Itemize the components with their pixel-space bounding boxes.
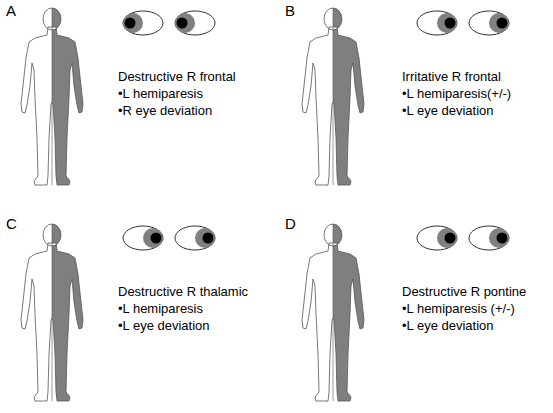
finding-bullet: •L eye deviation — [118, 318, 210, 334]
eye-outline — [417, 11, 457, 35]
iris — [175, 13, 195, 33]
figure-white-half — [21, 224, 83, 401]
eye-outline — [417, 226, 457, 250]
eye-pair — [417, 11, 509, 35]
iris — [489, 228, 509, 248]
finding-bullet: •L eye deviation — [402, 103, 494, 119]
finding-bullet: •L hemiparesis — [118, 301, 203, 317]
figure-white-half — [302, 8, 364, 185]
human-figure — [302, 8, 364, 185]
finding-bullet: •L hemiparesis(+/-) — [402, 86, 511, 102]
eye-outline — [123, 11, 163, 35]
eye-outline — [469, 226, 509, 250]
figure-shaded-half — [52, 8, 83, 185]
lesion-heading: Destructive R thalamic — [118, 284, 248, 300]
panel-letter: A — [6, 3, 16, 19]
pupil — [177, 18, 188, 29]
eye-pair — [417, 226, 509, 250]
eye-outline — [469, 11, 509, 35]
figure-outline — [302, 8, 364, 185]
pupil — [497, 18, 508, 29]
figure-white-half — [21, 8, 83, 185]
figure-white-half — [302, 224, 364, 401]
human-figure — [302, 224, 364, 401]
midline — [333, 8, 334, 185]
figure-outline — [21, 224, 83, 401]
finding-bullet: •R eye deviation — [118, 103, 212, 119]
lesion-heading: Destructive R frontal — [118, 69, 236, 85]
eye-pair — [123, 226, 215, 250]
eye-outline — [175, 11, 215, 35]
figure-outline — [21, 8, 83, 185]
panel-letter: C — [6, 216, 17, 232]
finding-bullet: •L hemiparesis (+/-) — [402, 301, 515, 317]
iris — [437, 228, 457, 248]
midline — [52, 224, 53, 401]
iris — [437, 13, 457, 33]
panel-letter: B — [285, 3, 295, 19]
eye-outline — [175, 226, 215, 250]
pupil — [203, 233, 214, 244]
panel-letter: D — [285, 216, 296, 232]
lesion-heading: Irritative R frontal — [402, 69, 501, 85]
lesion-heading: Destructive R pontine — [402, 284, 526, 300]
human-figure — [21, 8, 83, 185]
eye-pair — [123, 11, 215, 35]
eye-outline — [123, 226, 163, 250]
midline — [52, 8, 53, 185]
pupil — [445, 233, 456, 244]
human-figure — [21, 224, 83, 401]
finding-bullet: •L eye deviation — [402, 318, 494, 334]
figure-shaded-half — [52, 224, 83, 401]
iris — [489, 13, 509, 33]
figure-shaded-half — [333, 8, 364, 185]
figure-outline — [302, 224, 364, 401]
figure-shaded-half — [333, 224, 364, 401]
finding-bullet: •L hemiparesis — [118, 86, 203, 102]
iris — [123, 13, 143, 33]
pupil — [125, 18, 136, 29]
iris — [195, 228, 215, 248]
iris — [143, 228, 163, 248]
pupil — [497, 233, 508, 244]
pupil — [151, 233, 162, 244]
pupil — [445, 18, 456, 29]
midline — [333, 224, 334, 401]
